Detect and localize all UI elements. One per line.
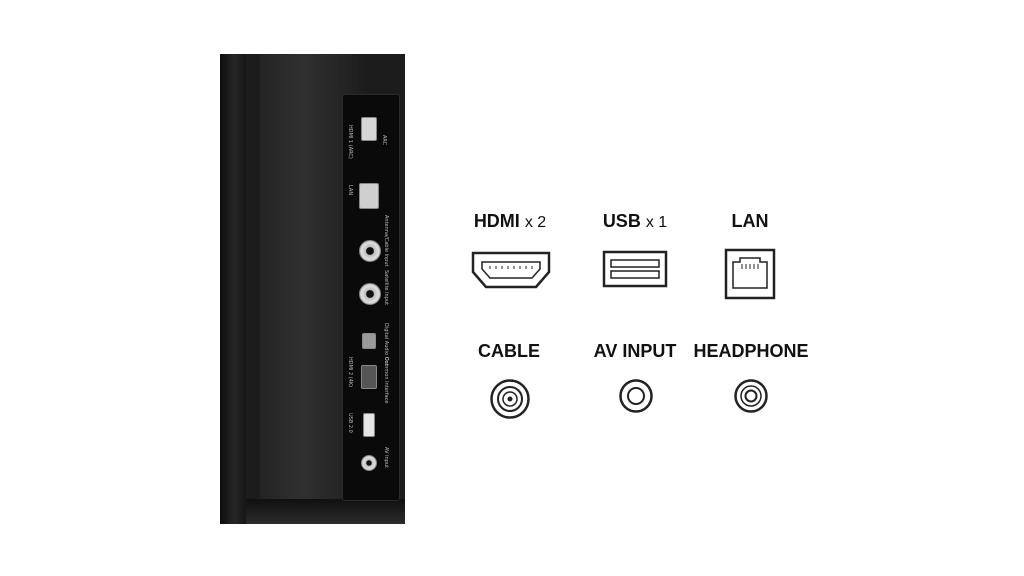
- headphone-jack-icon: [734, 379, 768, 413]
- spec-hdmi-label: HDMI x 2: [473, 211, 547, 231]
- port-label-hdmi1: HDMI 1 (ARC): [347, 125, 353, 159]
- port-panel: HDMI 1 (ARC) ARC LAN Antenna/Cable Input…: [342, 94, 400, 501]
- port-label-antenna: Antenna/Cable Input: [383, 215, 389, 267]
- port-label-satellite: Satellite Input: [383, 270, 389, 306]
- lan-port-icon: [724, 248, 776, 300]
- hdmi-1-port: [361, 117, 377, 141]
- port-label-hdmi2: HDMI 2 (4K): [347, 357, 353, 388]
- usb-port-icon: [602, 250, 668, 288]
- tv-rear-photo: HDMI 1 (ARC) ARC LAN Antenna/Cable Input…: [220, 54, 405, 524]
- usb-port: [363, 413, 375, 437]
- hdmi-port-icon: [471, 251, 551, 289]
- spec-lan-label: LAN: [731, 211, 769, 231]
- tv-base: [246, 499, 405, 524]
- spec-av-input-label: AV INPUT: [593, 341, 677, 361]
- port-label-lan: LAN: [347, 185, 353, 196]
- satellite-port: [359, 283, 381, 305]
- tv-side-edge: [220, 54, 246, 524]
- port-label-usb: USB 2.0: [347, 413, 353, 433]
- coax-port-icon: [490, 379, 530, 419]
- hdmi-2-port: [361, 365, 377, 389]
- digital-audio-port: [362, 333, 376, 349]
- spec-headphone-label: HEADPHONE: [693, 341, 809, 361]
- antenna-port: [359, 240, 381, 262]
- spec-usb-label: USB x 1: [602, 211, 668, 231]
- av-jack-icon: [619, 379, 653, 413]
- lan-port: [359, 183, 379, 209]
- spec-cable-label: CABLE: [478, 341, 540, 361]
- port-label-ci: Common Interface: [383, 357, 389, 404]
- av-port: [361, 455, 377, 471]
- port-label-av: AV Input: [383, 447, 389, 469]
- port-label-arc: ARC: [381, 135, 387, 146]
